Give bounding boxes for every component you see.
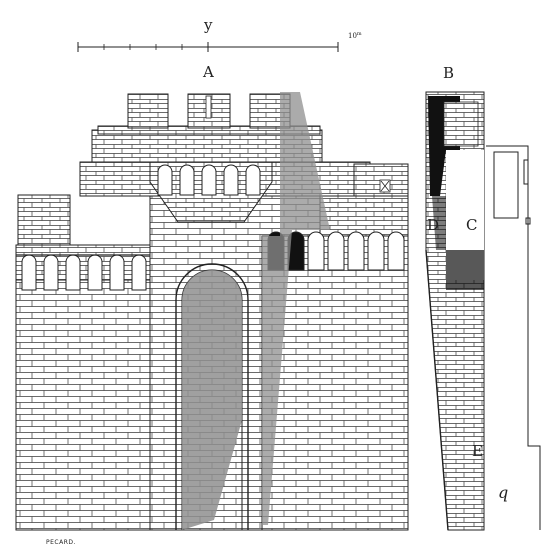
right-curtain-wall [261, 92, 409, 531]
machicolation-arches [149, 161, 273, 223]
scale-bar: y 10m [77, 16, 362, 52]
scale-end-label: 10m [348, 31, 362, 40]
elevation-a: A [15, 63, 409, 546]
side-profile [486, 145, 541, 530]
label-a: A [202, 63, 214, 81]
label-d: D [427, 216, 439, 234]
label-b: B [443, 64, 454, 82]
hand-mark: q [498, 483, 508, 502]
cast-shadow [262, 92, 330, 525]
signature: PECARD. [46, 539, 76, 546]
label-c: C [466, 216, 477, 234]
scale-top-mark: y [203, 16, 213, 34]
arrow-slit [205, 95, 212, 119]
left-arcade-arches [21, 254, 147, 291]
great-arch [175, 263, 249, 530]
section-b: B D C E [425, 64, 485, 531]
label-e: E [472, 442, 483, 460]
